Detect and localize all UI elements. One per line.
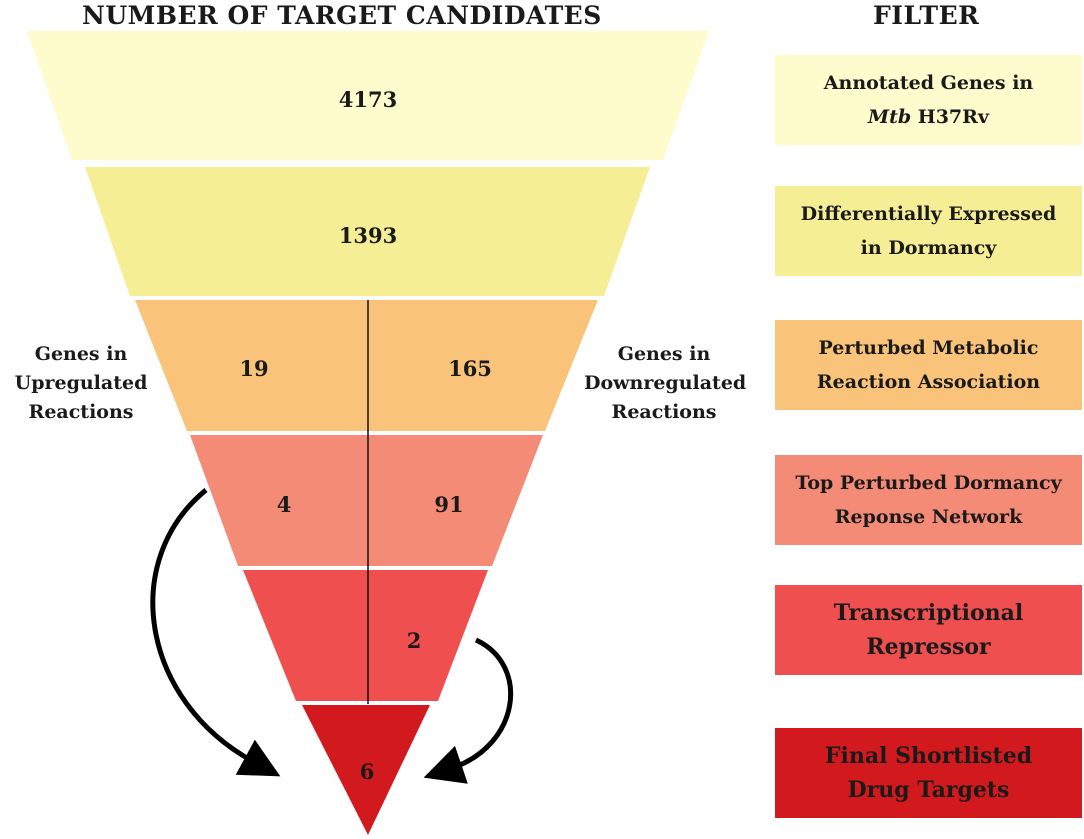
tier-3-right-value: 165 xyxy=(448,356,492,381)
filter-5-line1: Transcriptional xyxy=(833,600,1024,626)
funnel-tier-1 xyxy=(27,31,709,160)
filter-perturbed-metabolic: Perturbed Metabolic Reaction Association xyxy=(775,320,1082,410)
left-curved-arrow xyxy=(150,488,281,777)
funnel-tier-3 xyxy=(135,300,598,431)
tier-3-left-value: 19 xyxy=(239,356,268,381)
filter-3-line1: Perturbed Metabolic xyxy=(818,337,1039,359)
downregulated-label-line3: Reactions xyxy=(611,401,717,423)
filter-1-strain: H37Rv xyxy=(911,106,989,128)
tier-6-value: 6 xyxy=(360,759,375,784)
filter-1-organism: Mtb xyxy=(868,106,912,128)
downregulated-label: Genes in Downregulated Reactions xyxy=(584,340,747,427)
right-curved-arrow xyxy=(423,637,513,784)
candidates-heading: NUMBER OF TARGET CANDIDATES xyxy=(82,1,602,30)
filter-differentially-expressed: Differentially Expressed in Dormancy xyxy=(775,186,1082,276)
tier-2-value: 1393 xyxy=(339,223,397,248)
funnel-tier-2 xyxy=(85,167,650,296)
filter-1-line1: Annotated Genes in xyxy=(823,72,1034,94)
tier-1-value: 4173 xyxy=(339,87,397,112)
filter-annotated-genes: Annotated Genes in Mtb H37Rv xyxy=(775,55,1082,145)
filter-2-line1: Differentially Expressed xyxy=(800,203,1057,225)
filter-4-line2: Reponse Network xyxy=(834,506,1023,528)
filter-4-line1: Top Perturbed Dormancy xyxy=(795,472,1062,494)
downregulated-label-line1: Genes in xyxy=(617,343,711,365)
funnel-tier-5 xyxy=(243,570,488,701)
filter-1-line2: Mtb H37Rv xyxy=(868,100,989,134)
tier-5-right-value: 2 xyxy=(407,628,422,653)
filter-transcriptional-repressor: Transcriptional Repressor xyxy=(775,585,1082,675)
filter-6-line2: Drug Targets xyxy=(847,777,1010,803)
tier-4-right-value: 91 xyxy=(434,492,463,517)
upregulated-label-line1: Genes in xyxy=(34,343,128,365)
filter-3-line2: Reaction Association xyxy=(816,371,1041,393)
filter-5-line2: Repressor xyxy=(866,634,991,660)
upregulated-label: Genes in Upregulated Reactions xyxy=(6,340,156,427)
upregulated-label-line2: Upregulated xyxy=(14,372,148,394)
filter-final-shortlist: Final Shortlisted Drug Targets xyxy=(775,728,1082,818)
funnel-tier-4 xyxy=(190,435,543,566)
filter-heading: FILTER xyxy=(873,1,980,30)
filter-6-line1: Final Shortlisted xyxy=(824,743,1033,769)
filter-dormancy-network: Top Perturbed Dormancy Reponse Network xyxy=(775,455,1082,545)
filter-2-line2: in Dormancy xyxy=(860,237,997,259)
tier-4-left-value: 4 xyxy=(277,492,292,517)
upregulated-label-line3: Reactions xyxy=(28,401,134,423)
funnel-tier-6 xyxy=(302,705,430,835)
downregulated-label-line2: Downregulated xyxy=(584,372,747,394)
